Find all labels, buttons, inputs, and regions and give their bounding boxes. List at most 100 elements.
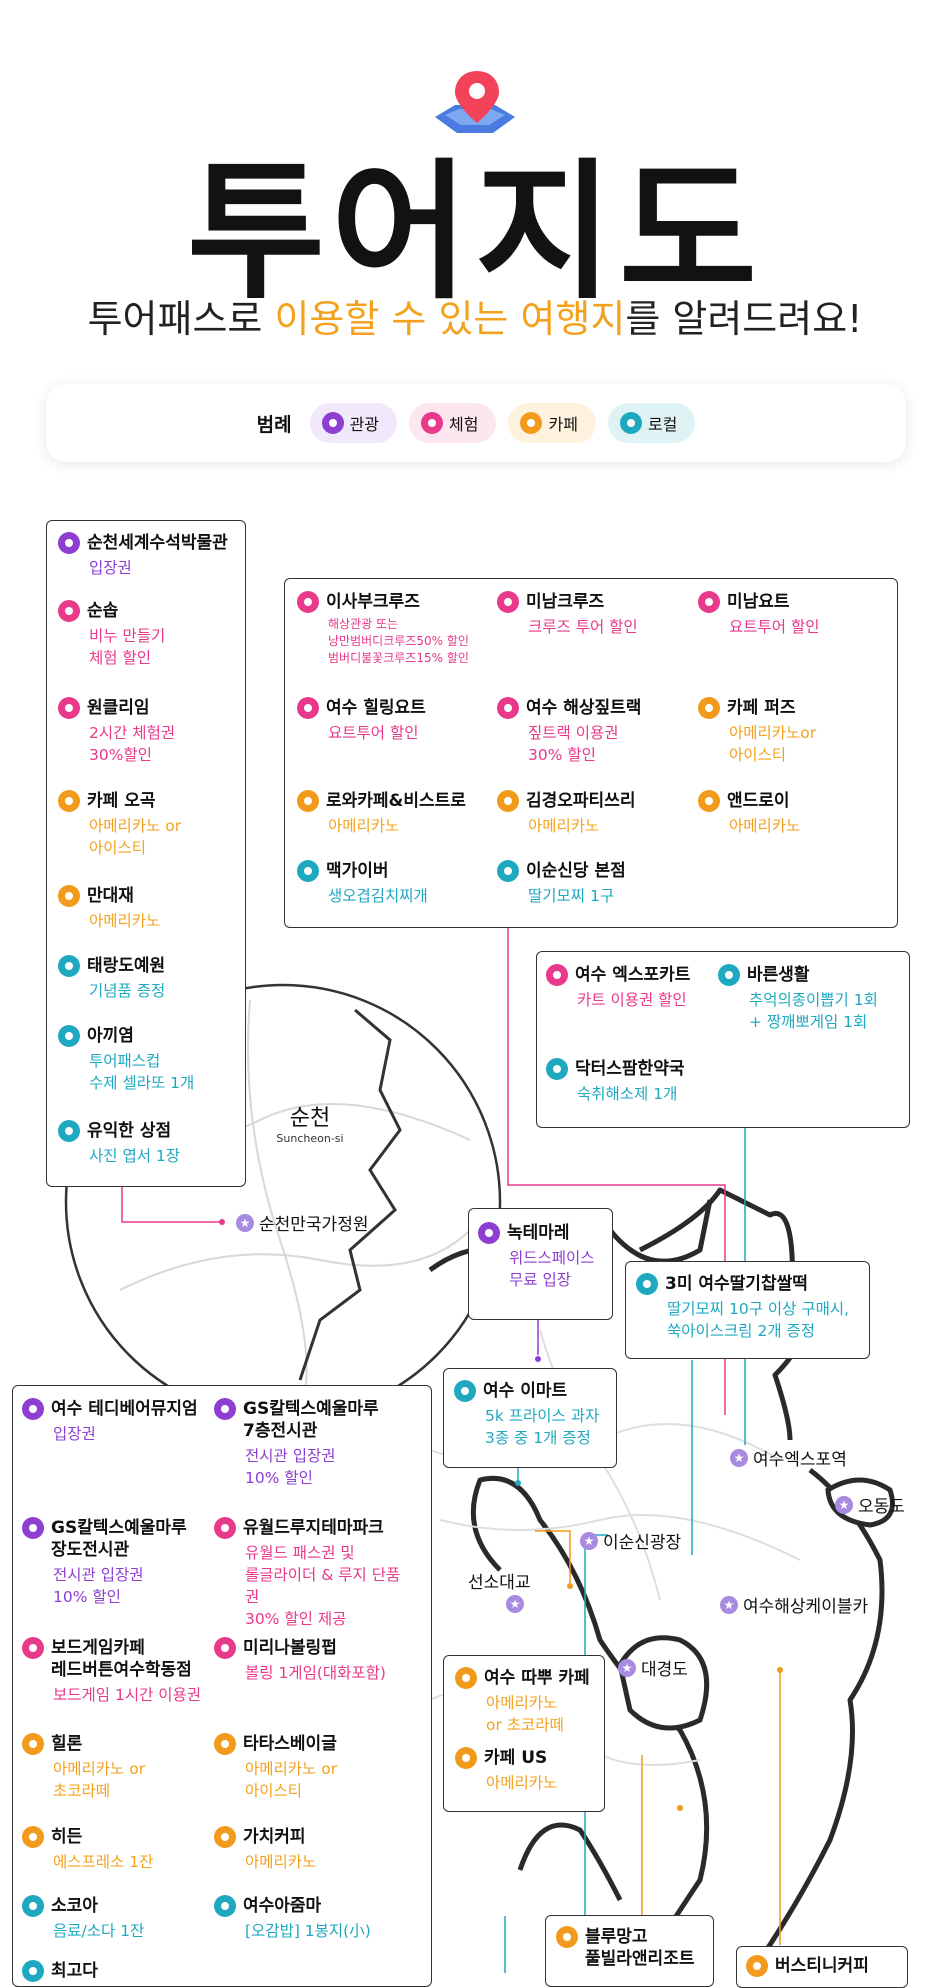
place-name-text: 여수아줌마 [243, 1896, 322, 1916]
legend-chip-experience[interactable]: 체험 [409, 403, 497, 443]
local-pin-icon [546, 1058, 568, 1080]
place-benefit: 음료/소다 1잔 [53, 1922, 145, 1940]
place-entry[interactable]: 블루망고 풀빌라앤리조트 [556, 1926, 711, 1970]
place-name-text: 녹테마레 [507, 1223, 570, 1243]
place-benefit: 크루즈 투어 할인 [528, 618, 638, 636]
experience-pin-icon [698, 591, 720, 613]
subtitle-part-1: 투어패스로 [87, 297, 275, 341]
landmark[interactable]: ★순천만국가정원 [236, 1210, 368, 1235]
marina-card [284, 578, 898, 928]
place-name-text: GS칼텍스예울마루 장도전시관 [51, 1518, 187, 1560]
place-benefit: 유월드 패스권 및 롤글라이더 & 루지 단품권 30% 할인 제공 [245, 1544, 401, 1628]
landmark[interactable]: ★이순신광장 [580, 1528, 681, 1553]
pin-icon [520, 412, 543, 434]
legend-label: 로컬 [647, 417, 678, 434]
city-label: 순천 Suncheon-si [255, 1100, 365, 1145]
place-benefit: [오감밥] 1봉지(小) [245, 1922, 371, 1940]
legend-chip-local[interactable]: 로컬 [607, 403, 696, 443]
place-name-text: 닥터스팜한약국 [575, 1059, 685, 1079]
cafe-pin-icon [455, 1747, 477, 1769]
place-name-text: 블루망고 풀빌라앤리조트 [585, 1927, 695, 1969]
cafe-pin-icon [698, 790, 720, 812]
landmark[interactable]: ★선소대교 [468, 1568, 531, 1613]
experience-pin-icon [297, 697, 319, 719]
legend-label: 관광 [349, 417, 380, 434]
place-name-text: 힐론 [51, 1734, 83, 1754]
cafe-pin-icon [214, 1826, 236, 1848]
place-benefit: 아메리카노 [528, 817, 600, 835]
place-name-text: 앤드로이 [727, 791, 790, 811]
legend-chip-cafe[interactable]: 카페 [508, 403, 596, 443]
place-name-text: 김경오파티쓰리 [526, 791, 636, 811]
place-name-text: 소코아 [51, 1896, 98, 1916]
landmark[interactable]: ★오동도 [835, 1492, 905, 1517]
local-pin-icon [58, 1120, 80, 1142]
place-name-text: 맥가이버 [326, 861, 389, 881]
place-name-text: 순솝 [87, 601, 119, 621]
page-subtitle: 투어패스로 이용할 수 있는 여행지를 알려드려요! [0, 288, 950, 343]
cafe-pin-icon [214, 1733, 236, 1755]
place-name-text: 가치커피 [243, 1827, 306, 1847]
star-icon: ★ [730, 1448, 748, 1467]
landmark[interactable]: ★여수엑스포역 [730, 1445, 847, 1470]
landmark[interactable]: ★대경도 [618, 1655, 688, 1680]
place-entry[interactable]: 버스티니커피 [746, 1955, 906, 1977]
place-name: 타타스베이글 [214, 1733, 404, 1755]
place-benefit: 요트투어 할인 [328, 724, 419, 742]
local-pin-icon [22, 1960, 44, 1982]
landmark-name: 여수해상케이블카 [743, 1597, 869, 1617]
experience-pin-icon [22, 1637, 44, 1659]
place-name-text: 만대재 [87, 886, 134, 906]
star-icon: ★ [236, 1213, 254, 1232]
star-icon: ★ [835, 1495, 853, 1514]
place-name: 카페 오곡 [58, 790, 243, 812]
place-benefit: 아메리카노 [486, 1774, 558, 1792]
place-entry[interactable]: 여수아줌마 [오감밥] 1봉지(小) [214, 1895, 404, 1942]
place-name: 버스티니커피 [746, 1955, 906, 1977]
landmark[interactable]: ★여수해상케이블카 [720, 1592, 868, 1617]
place-entry[interactable]: 최고다 [22, 1960, 212, 1982]
cafe-pin-icon [58, 885, 80, 907]
legend-chip-tour[interactable]: 관광 [309, 403, 398, 443]
place-name: 로와카페&비스트로 [297, 790, 497, 812]
place-benefit: 5k 프라이스 과자 3종 중 1개 증정 [485, 1407, 600, 1447]
